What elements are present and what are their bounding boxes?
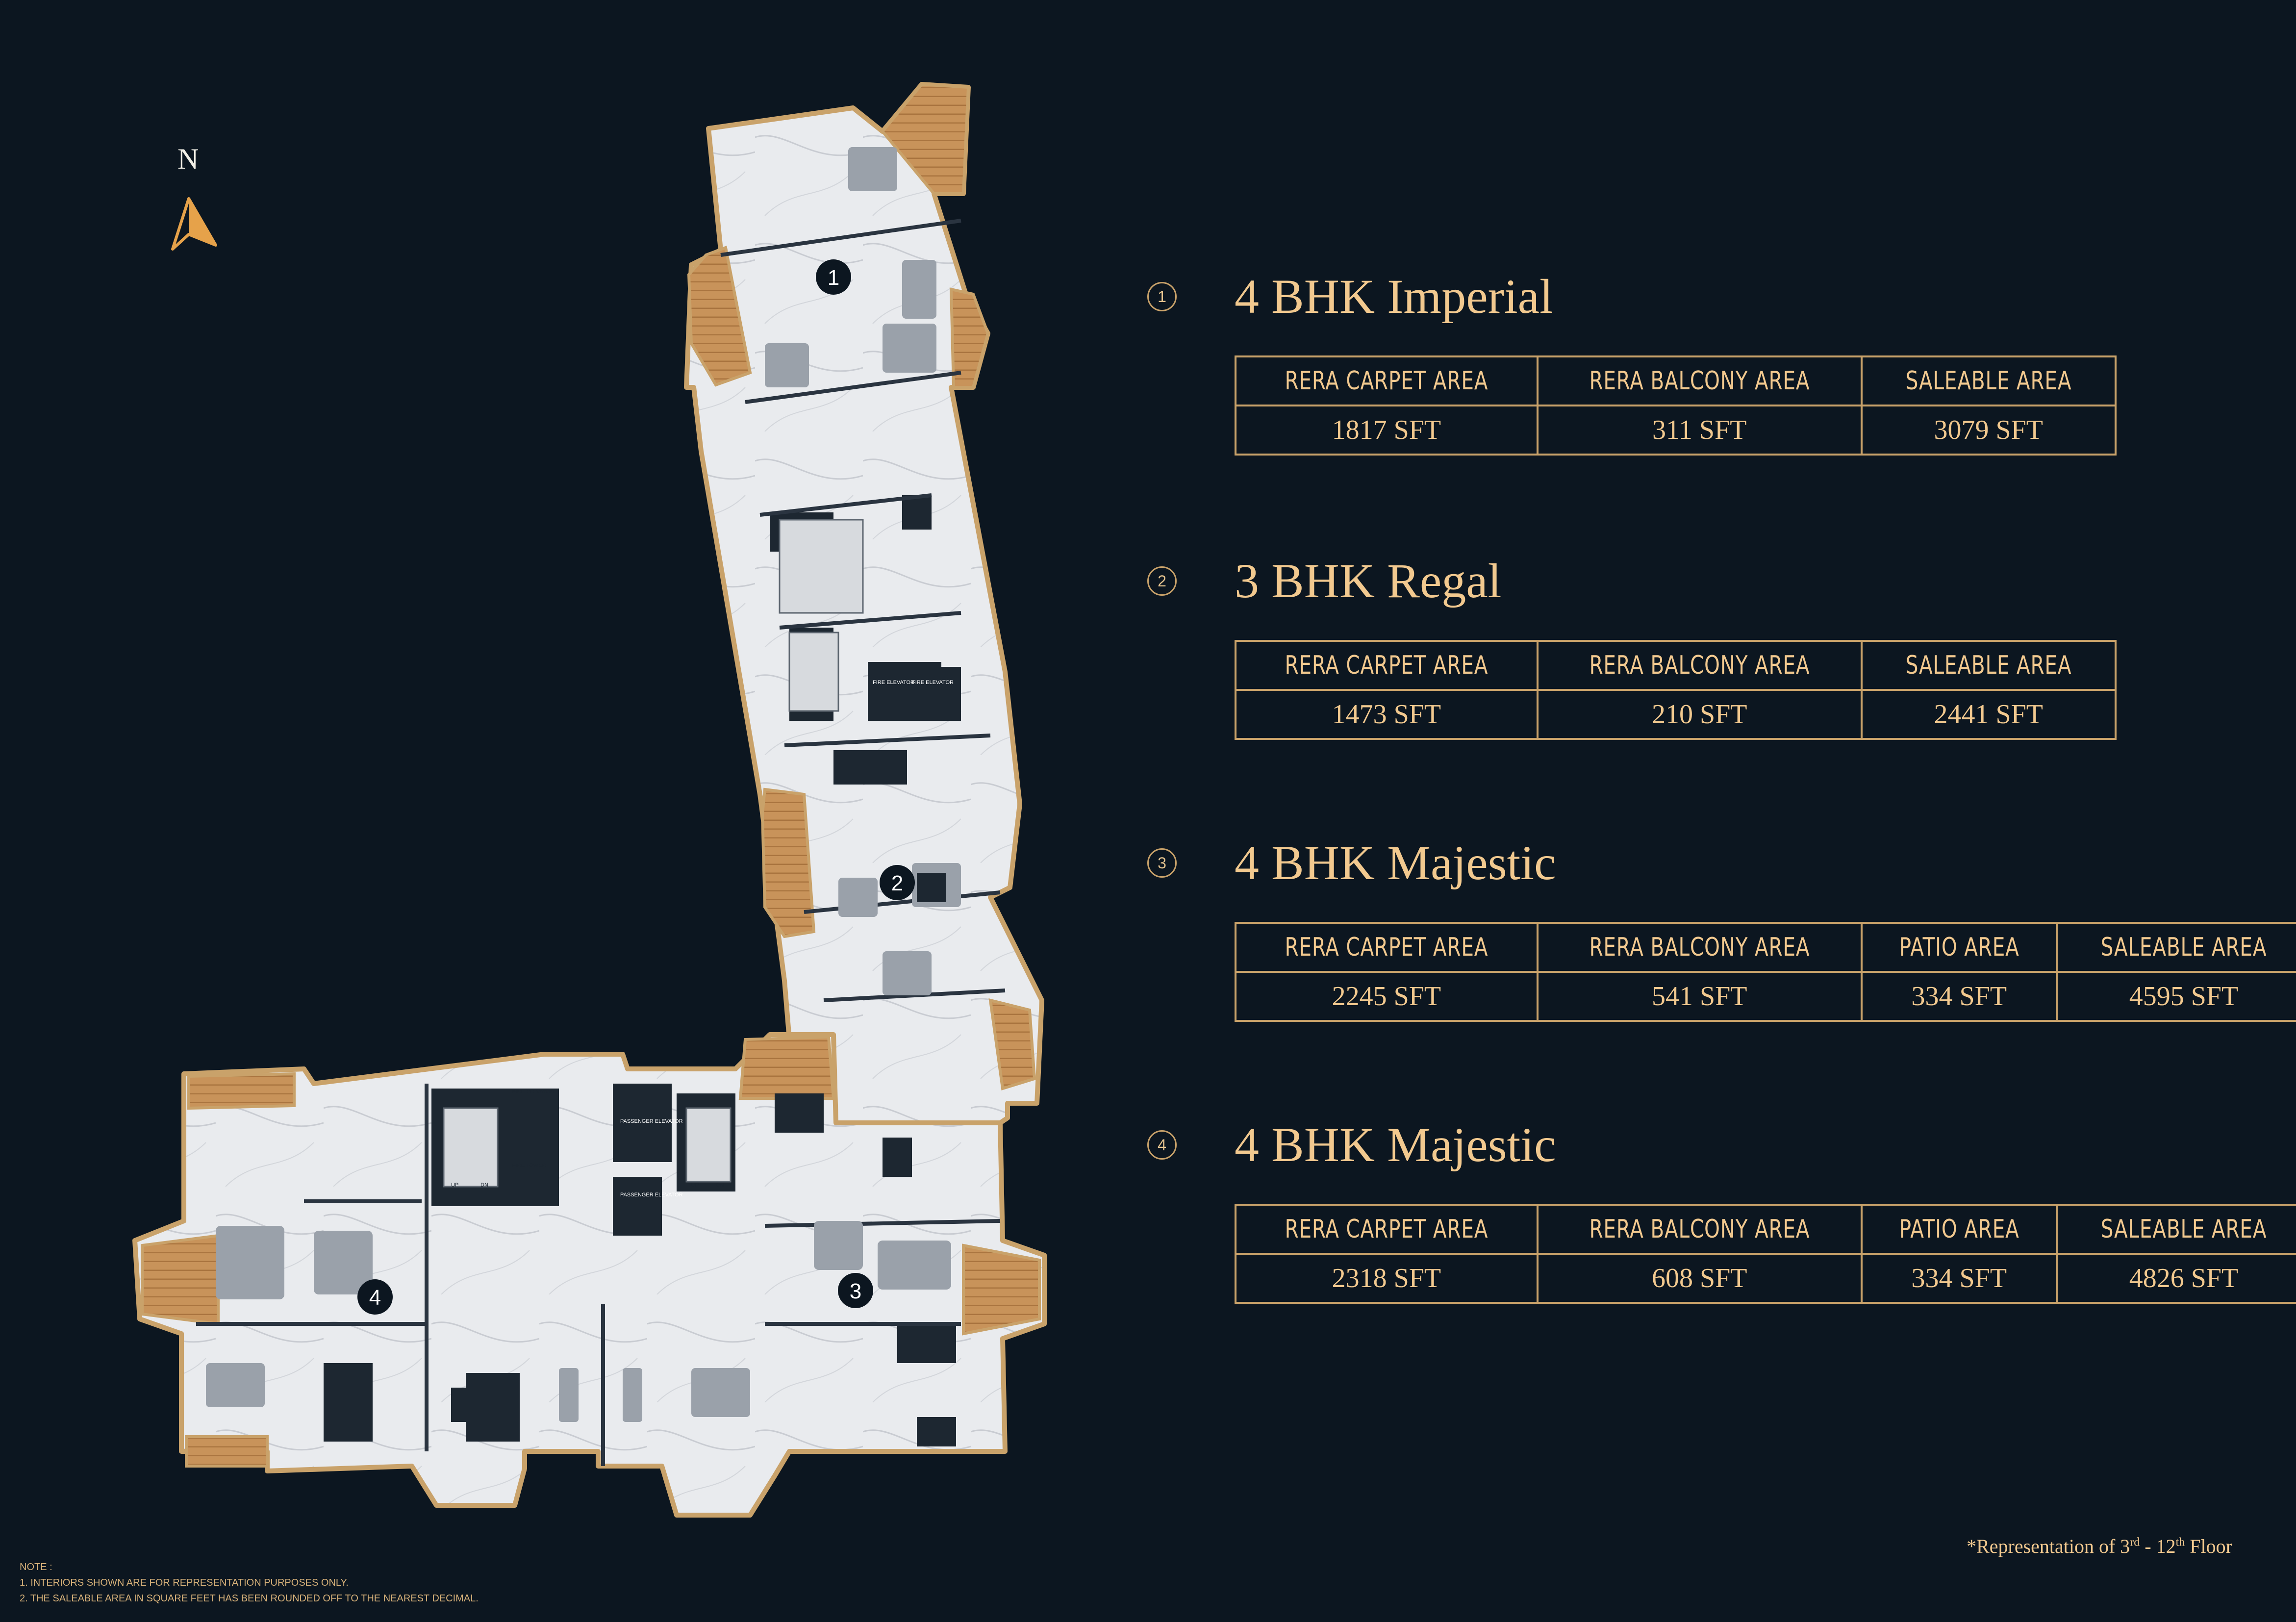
staircases: [443, 519, 864, 1188]
header-carpet-area: RERA CARPET AREA: [1235, 1204, 1539, 1255]
header-balcony-area: RERA BALCONY AREA: [1536, 355, 1863, 406]
value-patio-area: 334 SFT: [1860, 1253, 2058, 1304]
north-arrow-icon: [171, 197, 217, 251]
interior-walls: [196, 219, 1006, 1466]
north-compass: N: [167, 142, 235, 260]
plan-labels: FIRE ELEVATOR FIRE ELEVATOR FIRE ELEVATO…: [451, 680, 954, 1198]
header-saleable-area: SALEABLE AREA: [2055, 922, 2296, 973]
value-saleable-area: 2441 SFT: [1860, 689, 2117, 740]
header-saleable-area: SALEABLE AREA: [2055, 1204, 2296, 1255]
header-patio-area: PATIO AREA: [1860, 1204, 2058, 1255]
unit-4-title: 4 BHK Majestic: [1235, 1117, 1556, 1172]
unit-4-marker: 4: [1147, 1130, 1177, 1160]
value-saleable-area: 4595 SFT: [2055, 971, 2296, 1022]
unit-1-title: 4 BHK Imperial: [1235, 269, 1553, 324]
floor-plan: FIRE ELEVATOR FIRE ELEVATOR FIRE ELEVATO…: [132, 82, 1047, 1518]
header-carpet-area: RERA CARPET AREA: [1235, 355, 1539, 406]
unit-2-marker: 2: [1147, 566, 1177, 596]
fire-tower-label: FIRE TOWER: [512, 1163, 546, 1168]
stair-up-label: UP: [451, 1182, 458, 1188]
unit-marker-1: 1: [828, 266, 839, 290]
value-balcony-area: 541 SFT: [1536, 971, 1863, 1022]
north-label: N: [177, 143, 199, 175]
unit-marker-4: 4: [369, 1286, 381, 1310]
value-carpet-area: 2245 SFT: [1235, 971, 1539, 1022]
value-balcony-area: 210 SFT: [1536, 689, 1863, 740]
fire-elevator-label-2: FIRE ELEVATOR: [912, 680, 954, 685]
header-carpet-area: RERA CARPET AREA: [1235, 922, 1539, 973]
furniture: [206, 147, 961, 1446]
unit-3-marker: 3: [1147, 848, 1177, 878]
value-carpet-area: 2318 SFT: [1235, 1253, 1539, 1304]
unit-4-area-table: RERA CARPET AREA RERA BALCONY AREA PATIO…: [1235, 1204, 2296, 1304]
header-saleable-area: SALEABLE AREA: [1860, 640, 2117, 691]
disclaimer-notes: NOTE : 1. INTERIORS SHOWN ARE FOR REPRES…: [20, 1559, 479, 1606]
header-patio-area: PATIO AREA: [1860, 922, 2058, 973]
passenger-elevator-label-2: PASSENGER ELEVATOR: [620, 1192, 683, 1198]
header-balcony-area: RERA BALCONY AREA: [1536, 1204, 1863, 1255]
stair-dn-label-2: DN: [716, 1182, 724, 1188]
unit-1-area-table: RERA CARPET AREA RERA BALCONY AREA SALEA…: [1235, 355, 2117, 456]
unit-marker-2: 2: [891, 871, 903, 895]
stair-up-label-2: UP: [691, 1182, 699, 1188]
stair-dn-label: DN: [480, 1182, 488, 1188]
fire-elevator-label-3: FIRE ELEVATOR: [512, 1089, 554, 1095]
floor-representation-note: *Representation of 3rd - 12th Floor: [1967, 1535, 2232, 1557]
passenger-elevator-label: PASSENGER ELEVATOR: [620, 1118, 683, 1124]
balconies: [141, 82, 1041, 1468]
header-balcony-area: RERA BALCONY AREA: [1536, 922, 1863, 973]
value-carpet-area: 1817 SFT: [1235, 405, 1539, 456]
unit-2-title: 3 BHK Regal: [1235, 554, 1502, 608]
unit-markers: 1 2 3 4: [357, 259, 915, 1315]
value-balcony-area: 608 SFT: [1536, 1253, 1863, 1304]
unit-marker-3: 3: [850, 1279, 861, 1303]
notes-line-1: 1. INTERIORS SHOWN ARE FOR REPRESENTATIO…: [20, 1577, 349, 1588]
unit-3-title: 4 BHK Majestic: [1235, 836, 1556, 890]
header-saleable-area: SALEABLE AREA: [1860, 355, 2117, 406]
fire-elevator-label: FIRE ELEVATOR: [873, 680, 914, 685]
unit-1-marker: 1: [1147, 282, 1177, 311]
value-saleable-area: 3079 SFT: [1860, 405, 2117, 456]
value-balcony-area: 311 SFT: [1536, 405, 1863, 456]
header-carpet-area: RERA CARPET AREA: [1235, 640, 1539, 691]
value-saleable-area: 4826 SFT: [2055, 1253, 2296, 1304]
notes-line-2: 2. THE SALEABLE AREA IN SQUARE FEET HAS …: [20, 1593, 479, 1604]
unit-2-area-table: RERA CARPET AREA RERA BALCONY AREA SALEA…: [1235, 640, 2117, 740]
value-carpet-area: 1473 SFT: [1235, 689, 1539, 740]
header-balcony-area: RERA BALCONY AREA: [1536, 640, 1863, 691]
unit-3-area-table: RERA CARPET AREA RERA BALCONY AREA PATIO…: [1235, 922, 2296, 1022]
notes-heading: NOTE :: [20, 1562, 52, 1572]
value-patio-area: 334 SFT: [1860, 971, 2058, 1022]
